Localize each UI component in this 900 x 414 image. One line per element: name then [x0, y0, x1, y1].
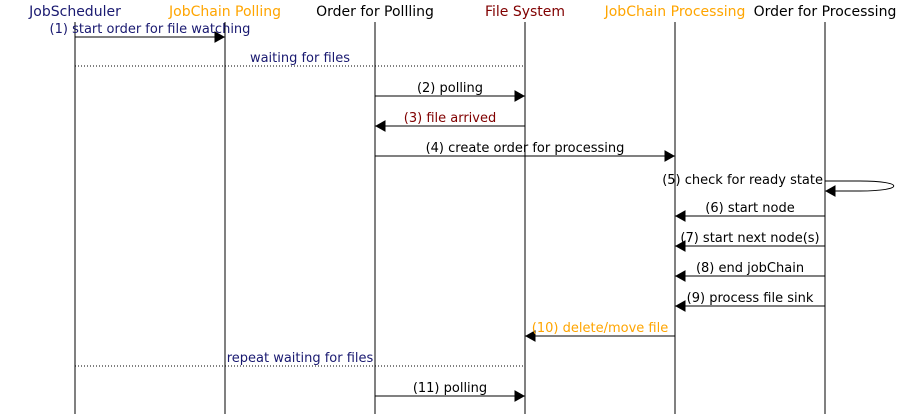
message-label: (1) start order for file watching: [50, 22, 251, 37]
self-message-line: [825, 180, 895, 192]
message-label: (7) start next node(s): [680, 231, 819, 246]
message-3: (2) polling: [375, 81, 526, 102]
messages: (1) start order for file watching waiting…: [50, 22, 895, 402]
arrow-head: [664, 150, 676, 162]
message-1: (1) start order for file watching: [50, 22, 251, 43]
message-label: repeat waiting for files: [227, 351, 374, 366]
message-10: (9) process file sink: [674, 291, 825, 312]
message-label: (4) create order for processing: [426, 141, 625, 156]
message-label: (2) polling: [417, 81, 483, 96]
message-12: repeat waiting for files: [75, 351, 525, 367]
participant-headers: JobScheduler JobChain Polling Order for Po…: [28, 4, 896, 20]
participant-file-system: File System: [485, 4, 565, 20]
message-label: (11) polling: [413, 381, 487, 396]
message-label: waiting for files: [250, 51, 350, 66]
message-label: (5) check for ready state: [662, 173, 823, 188]
message-7: (6) start node: [674, 201, 825, 222]
participant-order-processing: Order for Processing: [754, 4, 897, 20]
arrow-head: [514, 90, 526, 102]
arrow-head: [674, 300, 686, 312]
message-13: (11) polling: [375, 381, 526, 402]
arrow-head: [674, 270, 686, 282]
arrow-head: [374, 120, 386, 132]
message-11: (10) delete/move file: [524, 321, 675, 342]
arrow-head: [674, 240, 686, 252]
participant-jobscheduler: JobScheduler: [28, 4, 121, 20]
participant-order-polling: Order for Pollling: [316, 4, 434, 20]
lifelines: [74, 22, 826, 414]
arrow-head: [824, 185, 836, 197]
arrow-head: [214, 31, 226, 43]
message-8: (7) start next node(s): [674, 231, 825, 252]
message-label: (8) end jobChain: [696, 261, 804, 276]
message-5: (4) create order for processing: [375, 141, 676, 162]
arrow-head: [674, 210, 686, 222]
arrow-head: [514, 390, 526, 402]
message-label: (9) process file sink: [687, 291, 814, 306]
arrow-head: [524, 330, 536, 342]
message-2: waiting for files: [75, 51, 525, 67]
participant-jobchain-processing: JobChain Processing: [604, 4, 746, 20]
message-label: (3) file arrived: [404, 111, 496, 126]
message-4: (3) file arrived: [374, 111, 525, 132]
message-6: (5) check for ready state: [662, 173, 895, 197]
message-label: (10) delete/move file: [532, 321, 668, 336]
message-9: (8) end jobChain: [674, 261, 825, 282]
participant-jobchain-polling: JobChain Polling: [168, 4, 281, 20]
message-label: (6) start node: [705, 201, 794, 216]
